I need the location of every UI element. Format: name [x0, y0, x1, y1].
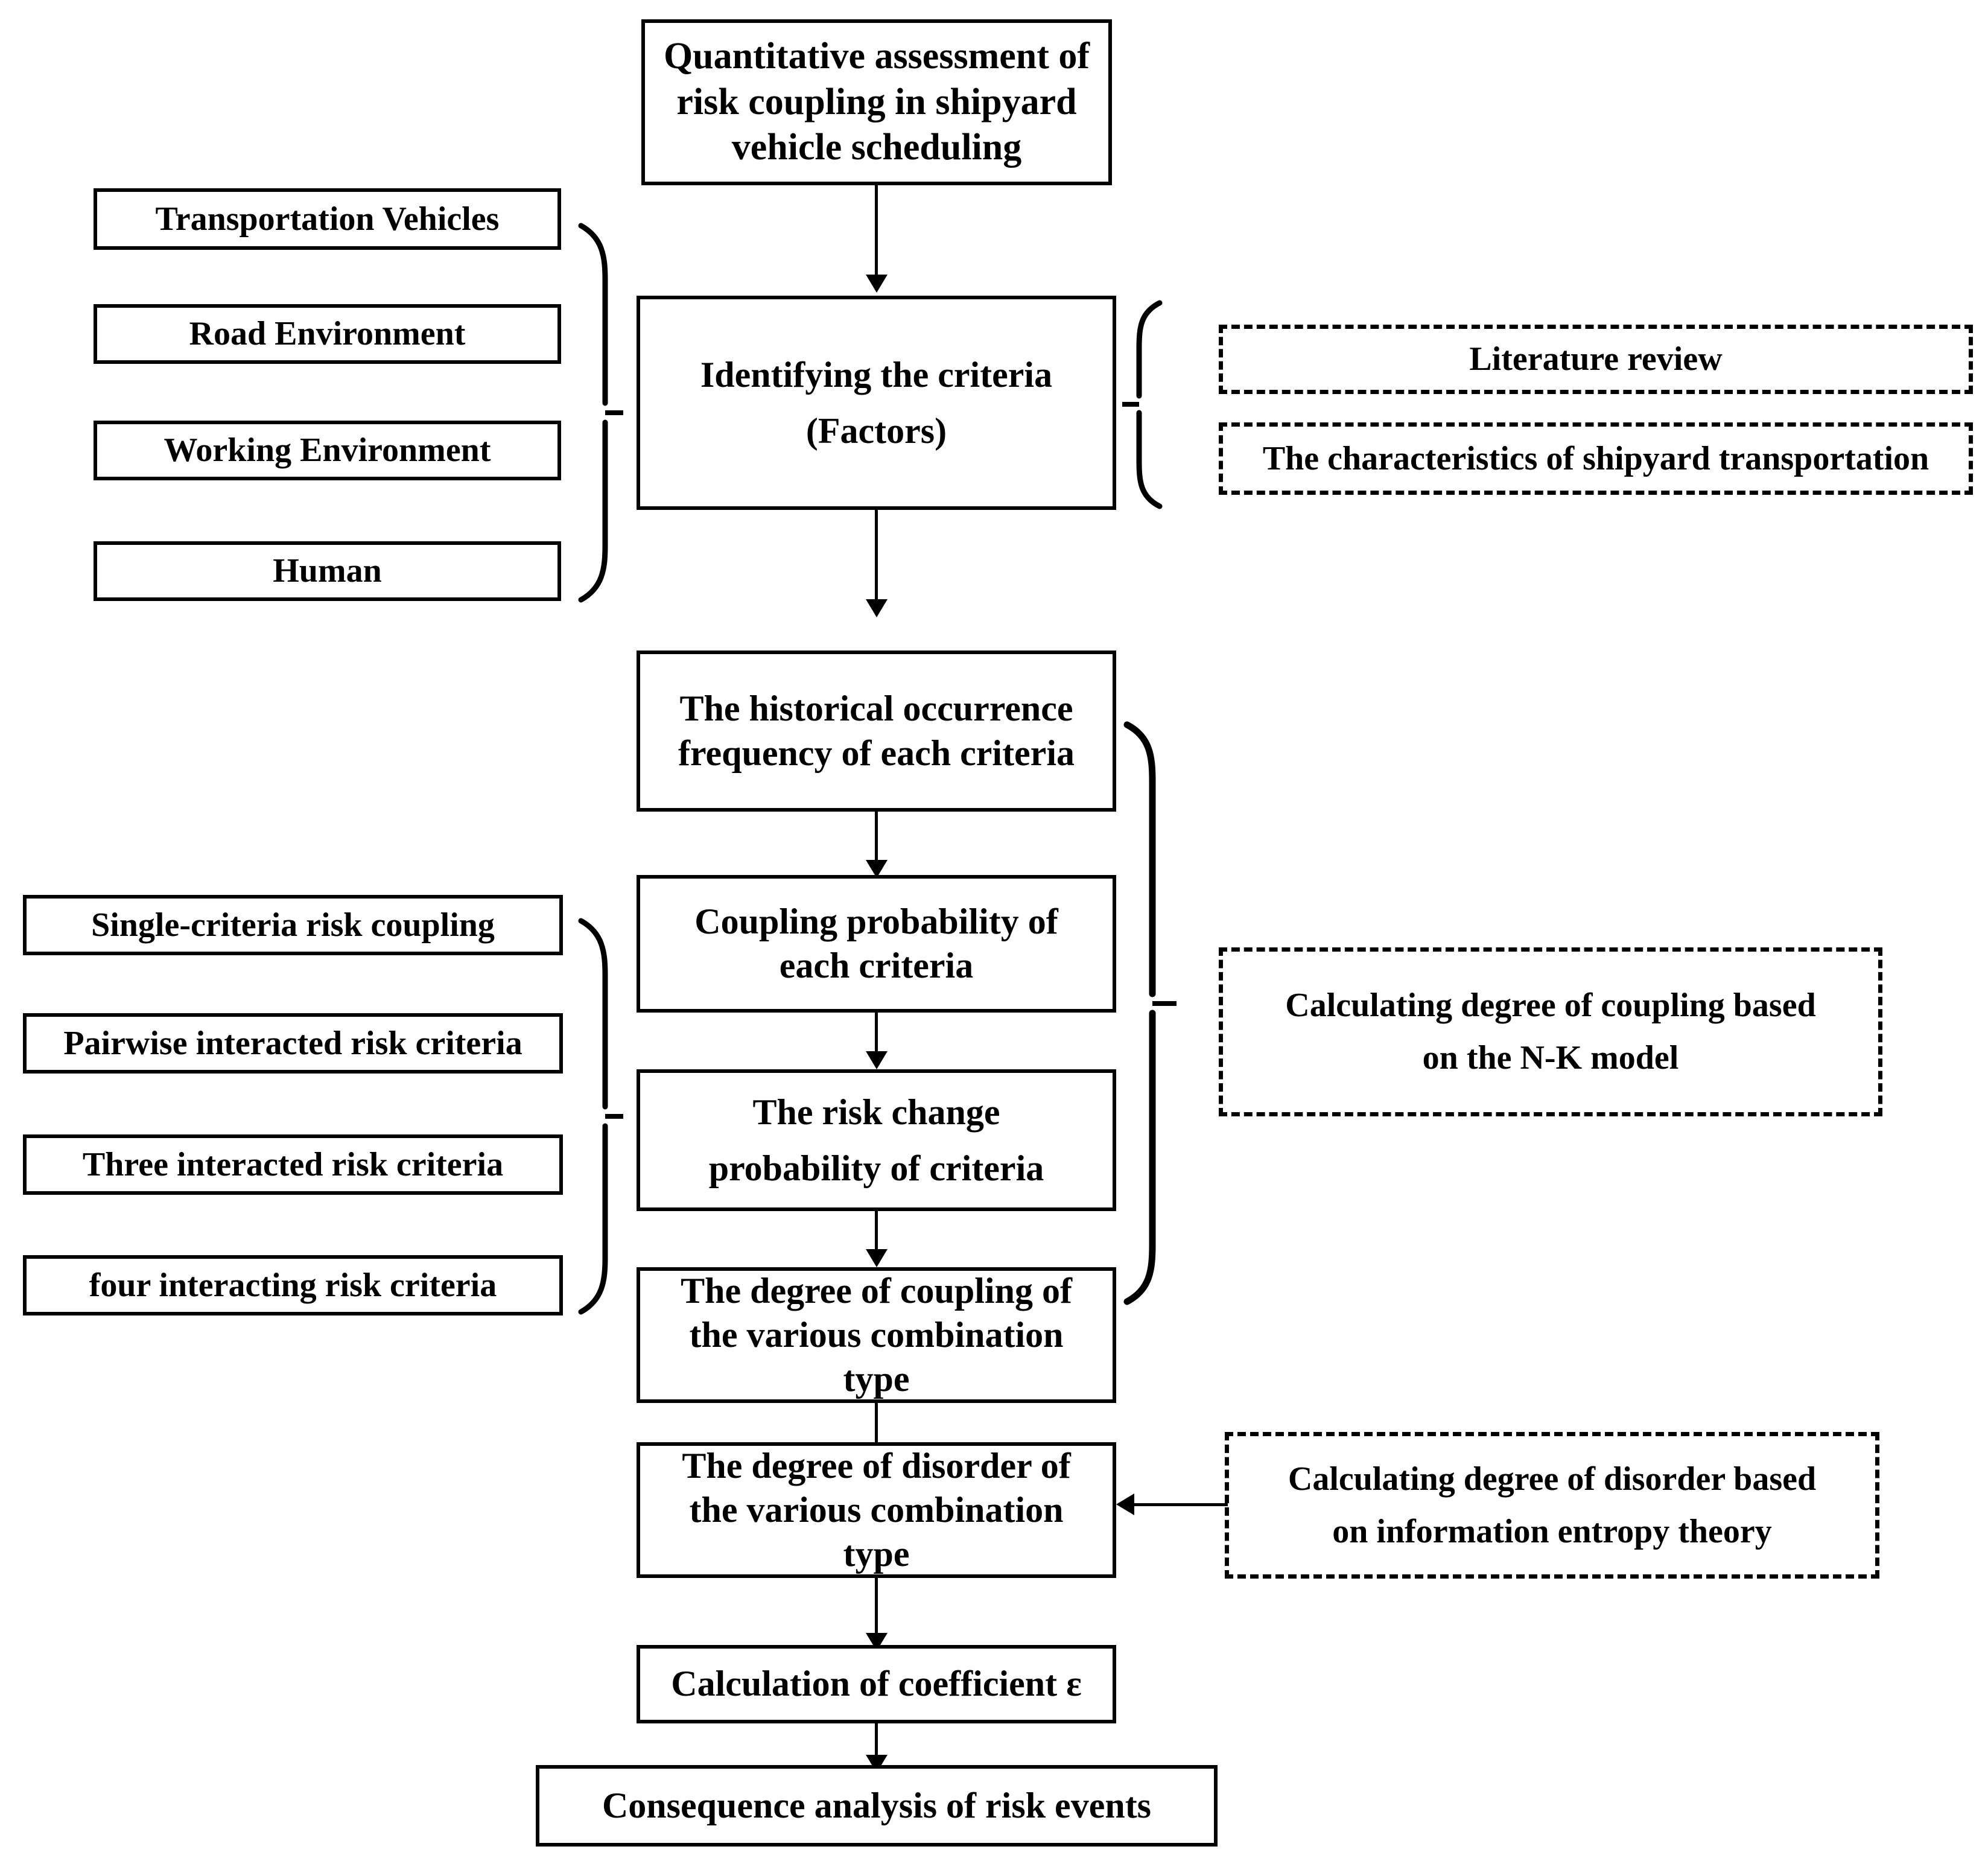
connector-degree-coupling-to-disorder	[875, 1403, 878, 1463]
connector-disorder-to-coefficient	[875, 1578, 878, 1647]
node-coupling-input-2: Three interacted risk criteria	[23, 1134, 563, 1195]
node-criteria-input-1: Road Environment	[94, 304, 561, 364]
node-consequence-analysis: Consequence analysis of risk events	[536, 1765, 1218, 1847]
connector-frequency-to-coupling-prob	[875, 812, 878, 872]
brace-criteria-inputs	[576, 222, 624, 603]
connector-entropy-to-disorder	[1134, 1503, 1228, 1506]
brace-nk-model-scope	[1123, 721, 1178, 1305]
node-degree-of-disorder: The degree of disorder of the various co…	[637, 1442, 1116, 1578]
connector-coefficient-to-consequence	[875, 1723, 878, 1772]
node-title-quantitative-assessment: Quantitative assessment of risk coupling…	[641, 19, 1112, 185]
node-annotation-entropy-theory: Calculating degree of disorder based on …	[1225, 1432, 1879, 1579]
node-coupling-input-0: Single-criteria risk coupling	[23, 895, 563, 955]
arrowhead-title-to-criteria	[866, 275, 888, 293]
connector-risk-change-to-degree-coupling	[875, 1211, 878, 1262]
node-annotation-nk-model: Calculating degree of coupling based on …	[1219, 947, 1882, 1116]
connector-criteria-to-frequency	[875, 510, 878, 612]
connector-coupling-prob-to-risk-change	[875, 1013, 878, 1062]
node-coupling-input-3: four interacting risk criteria	[23, 1255, 563, 1315]
node-coupling-input-1: Pairwise interacted risk criteria	[23, 1013, 563, 1074]
node-risk-change-probability: The risk change probability of criteria	[637, 1069, 1116, 1211]
node-criteria-input-0: Transportation Vehicles	[94, 188, 561, 250]
node-criteria-input-2: Working Environment	[94, 421, 561, 480]
arrowhead-criteria-to-frequency	[866, 599, 888, 617]
brace-criteria-sources	[1122, 300, 1170, 509]
node-degree-of-coupling: The degree of coupling of the various co…	[637, 1267, 1116, 1403]
arrowhead-risk-change-to-degree-coupling	[866, 1249, 888, 1267]
node-calculation-of-coefficient: Calculation of coefficient ε	[637, 1645, 1116, 1723]
node-annotation-shipyard-characteristics: The characteristics of shipyard transpor…	[1219, 422, 1973, 495]
arrowhead-entropy-to-disorder	[1116, 1494, 1134, 1515]
node-annotation-literature-review: Literature review	[1219, 325, 1973, 394]
node-criteria-input-3: Human	[94, 541, 561, 601]
node-coupling-probability: Coupling probability of each criteria	[637, 875, 1116, 1013]
arrowhead-coupling-prob-to-risk-change	[866, 1051, 888, 1069]
connector-title-to-criteria	[875, 185, 878, 288]
brace-coupling-inputs	[576, 917, 624, 1315]
node-identifying-criteria: Identifying the criteria (Factors)	[637, 296, 1116, 510]
node-historical-frequency: The historical occurrence frequency of e…	[637, 651, 1116, 812]
